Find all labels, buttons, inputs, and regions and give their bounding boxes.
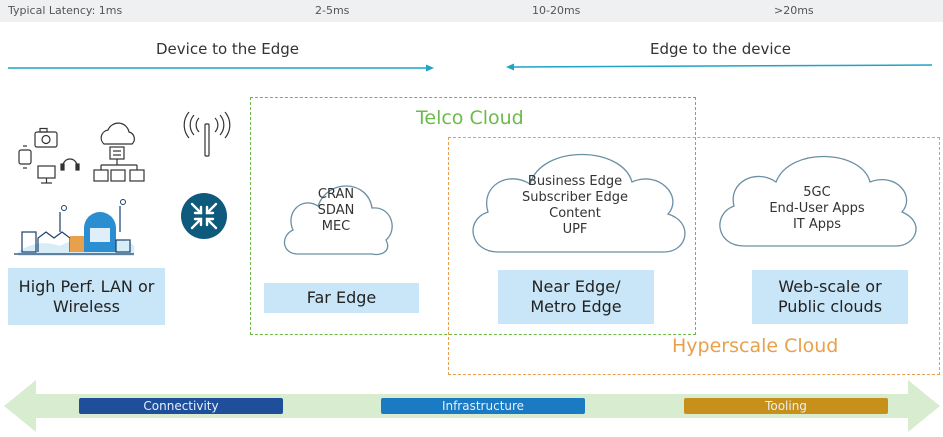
watch-icon xyxy=(18,145,32,169)
far-edge-cloud-text: CRAN SDAN MEC xyxy=(306,187,366,235)
near-edge-cloud xyxy=(472,154,686,253)
infrastructure-pill: Infrastructure xyxy=(381,398,585,414)
latency-20ms-plus: >20ms xyxy=(774,4,814,17)
tooling-pill: Tooling xyxy=(684,398,888,414)
latency-1ms: Typical Latency: 1ms xyxy=(8,4,123,17)
cloud-item: Content xyxy=(549,206,601,221)
hyperscale-cloud-title: Hyperscale Cloud xyxy=(672,335,839,357)
latency-bar: Typical Latency: 1ms 2-5ms 10-20ms >20ms xyxy=(0,0,943,22)
cloud-item: End-User Apps xyxy=(769,201,865,216)
headphones-icon xyxy=(60,158,80,171)
latency-10-20ms: 10-20ms xyxy=(532,4,581,17)
direction-edge-to-device: Edge to the device xyxy=(650,40,791,58)
connectivity-pill: Connectivity xyxy=(79,398,283,414)
public-line-1: Web-scale or xyxy=(778,277,882,296)
factory-icon xyxy=(14,199,134,256)
telco-cloud-title: Telco Cloud xyxy=(416,107,524,129)
cloud-item: IT Apps xyxy=(792,217,842,232)
cloud-item: CRAN xyxy=(317,187,355,202)
lan-line-1: High Perf. LAN or xyxy=(18,276,155,296)
cloud-network-icon xyxy=(93,122,145,182)
lan-wireless-label: High Perf. LAN or Wireless xyxy=(8,268,165,325)
public-cloud-text: 5GC End-User Apps IT Apps xyxy=(757,185,877,233)
antenna-icon xyxy=(183,111,231,157)
telco-cloud-zone xyxy=(250,97,696,335)
cloud-item: SDAN xyxy=(317,203,355,218)
cloud-item: UPF xyxy=(562,222,588,237)
lan-line-2: Wireless xyxy=(53,296,120,316)
latency-2-5ms: 2-5ms xyxy=(315,4,350,17)
public-clouds-label: Web-scale or Public clouds xyxy=(752,270,908,324)
monitor-icon xyxy=(37,165,56,184)
cloud-item: Business Edge xyxy=(527,174,623,189)
router-icon xyxy=(181,193,227,239)
public-line-2: Public clouds xyxy=(777,297,883,316)
near-edge-label: Near Edge/ Metro Edge xyxy=(498,270,654,324)
hyperscale-cloud-zone xyxy=(448,137,940,375)
direction-device-to-edge: Device to the Edge xyxy=(156,40,300,58)
near-line-1: Near Edge/ xyxy=(531,277,621,296)
cloud-item: 5GC xyxy=(803,185,831,200)
camera-icon xyxy=(34,127,58,148)
near-line-2: Metro Edge xyxy=(530,297,622,316)
public-cloud xyxy=(719,155,917,247)
near-edge-cloud-text: Business Edge Subscriber Edge Content UP… xyxy=(505,174,645,238)
cloud-item: MEC xyxy=(321,219,351,234)
far-edge-text: Far Edge xyxy=(306,288,377,307)
far-edge-label: Far Edge xyxy=(264,283,419,313)
far-edge-cloud xyxy=(283,185,393,256)
cloud-item: Subscriber Edge xyxy=(521,190,629,205)
